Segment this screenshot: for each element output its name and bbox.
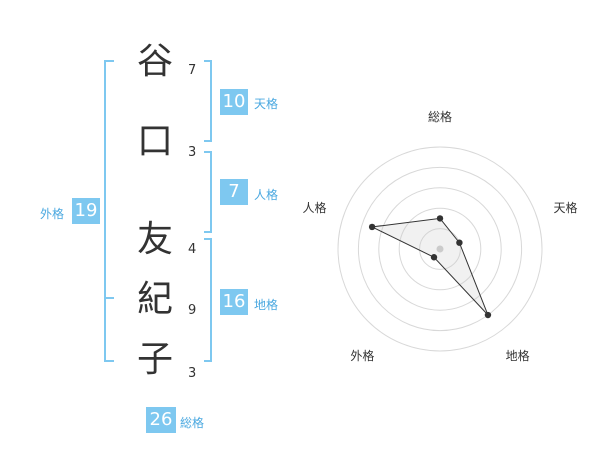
stroke-count-4: 9 bbox=[188, 303, 197, 318]
radar-grid-ring bbox=[419, 228, 461, 270]
soukaku-label: 総格 bbox=[180, 416, 205, 430]
radar-point-5 bbox=[368, 223, 376, 231]
radar-center bbox=[436, 245, 444, 253]
radar-point-3 bbox=[484, 311, 492, 319]
chikaku-label: 地格 bbox=[254, 298, 279, 312]
stroke-count-2: 3 bbox=[188, 145, 197, 160]
jinkaku-label: 人格 bbox=[254, 188, 279, 202]
radar-grid-ring bbox=[398, 207, 482, 291]
stroke-count-1: 7 bbox=[188, 63, 197, 78]
radar-axis-label: 地格 bbox=[506, 348, 530, 363]
tenkaku-bracket bbox=[204, 60, 212, 142]
jinkaku-bracket bbox=[204, 151, 212, 233]
radar-axis-label: 総格 bbox=[428, 109, 452, 124]
radar-point-1 bbox=[436, 215, 444, 222]
name-char-1: 谷 bbox=[136, 41, 173, 82]
gaikaku-label: 外格 bbox=[40, 207, 65, 221]
soukaku-badge: 26 bbox=[146, 407, 176, 433]
radar-grid-ring bbox=[357, 166, 523, 332]
gaikaku-divider bbox=[106, 297, 114, 299]
name-char-3: 友 bbox=[136, 219, 173, 260]
stroke-count-3: 4 bbox=[188, 242, 197, 257]
radar-grid-ring bbox=[378, 187, 502, 311]
chikaku-bracket bbox=[204, 238, 212, 362]
radar-grid-ring bbox=[337, 146, 543, 352]
name-char-5: 子 bbox=[136, 339, 173, 380]
radar-axis-label: 人格 bbox=[302, 200, 326, 215]
radar-point-4 bbox=[430, 254, 438, 261]
name-char-4: 紀 bbox=[136, 279, 173, 320]
gaikaku-bracket bbox=[104, 60, 114, 362]
tenkaku-label: 天格 bbox=[254, 97, 279, 111]
radar-axis-label: 外格 bbox=[350, 348, 374, 363]
radar-axis-label: 天格 bbox=[554, 200, 578, 215]
name-char-2: 口 bbox=[136, 121, 173, 162]
tenkaku-badge: 10 bbox=[220, 89, 248, 115]
stroke-count-5: 3 bbox=[188, 366, 197, 381]
gaikaku-badge: 19 bbox=[72, 198, 100, 224]
jinkaku-badge: 7 bbox=[220, 179, 248, 205]
radar-point-2 bbox=[456, 239, 463, 246]
chikaku-badge: 16 bbox=[220, 289, 248, 315]
